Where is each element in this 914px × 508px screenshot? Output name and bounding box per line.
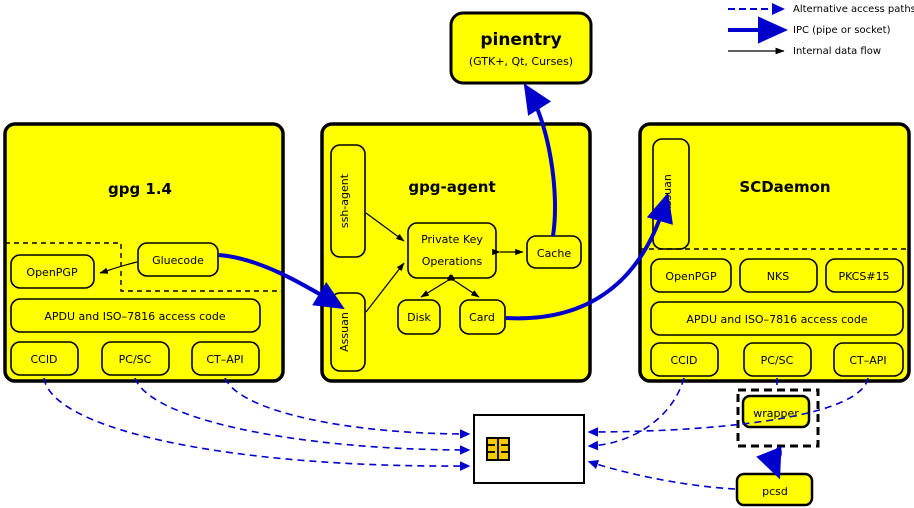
gpgagent-card-label: Card <box>469 311 495 324</box>
arrow-gluecode-to-openpgp <box>99 261 138 274</box>
ipc-gluecode-to-gpgagent <box>218 253 345 310</box>
panel-scdaemon: SCDaemon Assuan OpenPGP NKS PKCS#15 APDU… <box>638 122 911 383</box>
gpgagent-disk-label: Disk <box>407 311 431 324</box>
gpg14-driver-pcsc[interactable]: PC/SC <box>101 341 170 376</box>
wrapper-dashed-region <box>736 388 820 448</box>
scdaemon-app-nks[interactable]: NKS <box>739 258 818 293</box>
gpgagent-disk-box[interactable]: Disk <box>397 299 441 335</box>
gpgagent-assuan-label: Assuan <box>338 312 351 352</box>
pinentry-subtitle: (GTK+, Qt, Curses) <box>469 55 573 68</box>
wrapper-box[interactable]: wrapper <box>741 394 811 429</box>
alt-pcscd-to-card <box>587 459 736 490</box>
alt-gpg14-ctapi-to-card <box>224 377 471 439</box>
gpg14-dashed-region <box>5 242 283 292</box>
legend-label-1: IPC (pipe or socket) <box>793 25 891 36</box>
scdaemon-app-openpgp[interactable]: OpenPGP <box>650 258 732 293</box>
legend: Alternative access paths IPC (pipe or so… <box>728 3 914 57</box>
gpgagent-private-key-ops[interactable]: Private Key Operations <box>407 222 497 279</box>
scdaemon-assuan-box[interactable]: Assuan <box>652 138 690 250</box>
gpg14-ctapi-label: CT–API <box>206 353 243 366</box>
alt-scdaemon-ctapi-to-card <box>587 377 869 437</box>
gpgagent-card-box[interactable]: Card <box>459 299 506 335</box>
scdaemon-driver-pcsc[interactable]: PC/SC <box>743 342 812 377</box>
pcscd-box[interactable]: pcsd <box>735 472 814 507</box>
ipc-cache-to-pinentry <box>523 83 557 237</box>
arrow-ssh-agent-to-pko <box>365 212 405 242</box>
legend-label-2: Internal data flow <box>793 46 881 57</box>
gpg14-pcsc-label: PC/SC <box>119 353 152 366</box>
pko-label-line1: Private Key <box>421 233 483 246</box>
smartcard[interactable] <box>473 414 585 484</box>
scdaemon-driver-ctapi[interactable]: CT–API <box>833 342 904 377</box>
gpg14-driver-ccid[interactable]: CCID <box>10 341 79 376</box>
alt-access-paths <box>43 377 869 490</box>
wrapper-group: wrapper <box>736 388 820 448</box>
alt-gpg14-pcsc-to-card <box>134 377 471 455</box>
alt-gpg14-ccid-to-card <box>43 377 471 471</box>
scdaemon-title: SCDaemon <box>739 178 830 196</box>
ipc-wrapper-to-pcscd <box>756 445 782 480</box>
gpg14-apdu-bar[interactable]: APDU and ISO–7816 access code <box>10 298 261 333</box>
arrow-pko-to-disk <box>420 274 456 298</box>
smartcard-chip-icon <box>486 437 510 461</box>
gpgagent-cache-box[interactable]: Cache <box>526 235 582 269</box>
wrapper-label: wrapper <box>753 407 799 420</box>
scdaemon-apdu-bar[interactable]: APDU and ISO–7816 access code <box>650 301 904 336</box>
scdaemon-apdu-label: APDU and ISO–7816 access code <box>686 313 868 326</box>
gpgagent-ssh-agent-label: ssh-agent <box>338 173 351 228</box>
gpg14-gluecode-label: Gluecode <box>152 254 204 267</box>
alt-scdaemon-ccid-to-card <box>587 377 685 451</box>
panel-gpg14: gpg 1.4 OpenPGP Gluecode APDU and ISO–78… <box>3 122 285 383</box>
pcscd-label: pcsd <box>762 485 788 498</box>
gpg14-driver-ctapi[interactable]: CT–API <box>191 341 260 376</box>
gpg14-module-gluecode[interactable]: Gluecode <box>137 242 219 277</box>
scdaemon-pkcs15-label: PKCS#15 <box>838 270 889 283</box>
gpgagent-cache-label: Cache <box>537 247 571 260</box>
gpg14-module-openpgp[interactable]: OpenPGP <box>10 254 95 289</box>
ipc-card-to-scdaemon <box>505 192 673 321</box>
ipc-connections <box>218 83 782 480</box>
gpg14-openpgp-label: OpenPGP <box>26 266 78 279</box>
arrow-assuan-to-pko <box>365 262 405 313</box>
pko-label-line2: Operations <box>422 255 483 268</box>
pinentry-title: pinentry <box>480 30 561 50</box>
legend-label-0: Alternative access paths <box>793 4 914 15</box>
pinentry-box[interactable]: pinentry (GTK+, Qt, Curses) <box>449 11 593 85</box>
scdaemon-app-pkcs15[interactable]: PKCS#15 <box>825 258 904 293</box>
gpg14-title: gpg 1.4 <box>108 180 172 198</box>
scdaemon-driver-ccid[interactable]: CCID <box>650 342 719 377</box>
gpgagent-ssh-agent-box[interactable]: ssh-agent <box>330 144 366 258</box>
scdaemon-nks-label: NKS <box>767 270 789 283</box>
gpg14-apdu-label: APDU and ISO–7816 access code <box>44 310 226 323</box>
gpgagent-assuan-box[interactable]: Assuan <box>330 292 366 372</box>
scdaemon-pcsc-label: PC/SC <box>761 354 794 367</box>
gpgagent-title: gpg-agent <box>408 178 495 196</box>
scdaemon-ctapi-label: CT–API <box>849 354 886 367</box>
scdaemon-ccid-label: CCID <box>670 354 697 367</box>
gpg14-ccid-label: CCID <box>30 353 57 366</box>
scdaemon-openpgp-label: OpenPGP <box>665 270 717 283</box>
arrow-pko-to-card <box>446 274 480 298</box>
